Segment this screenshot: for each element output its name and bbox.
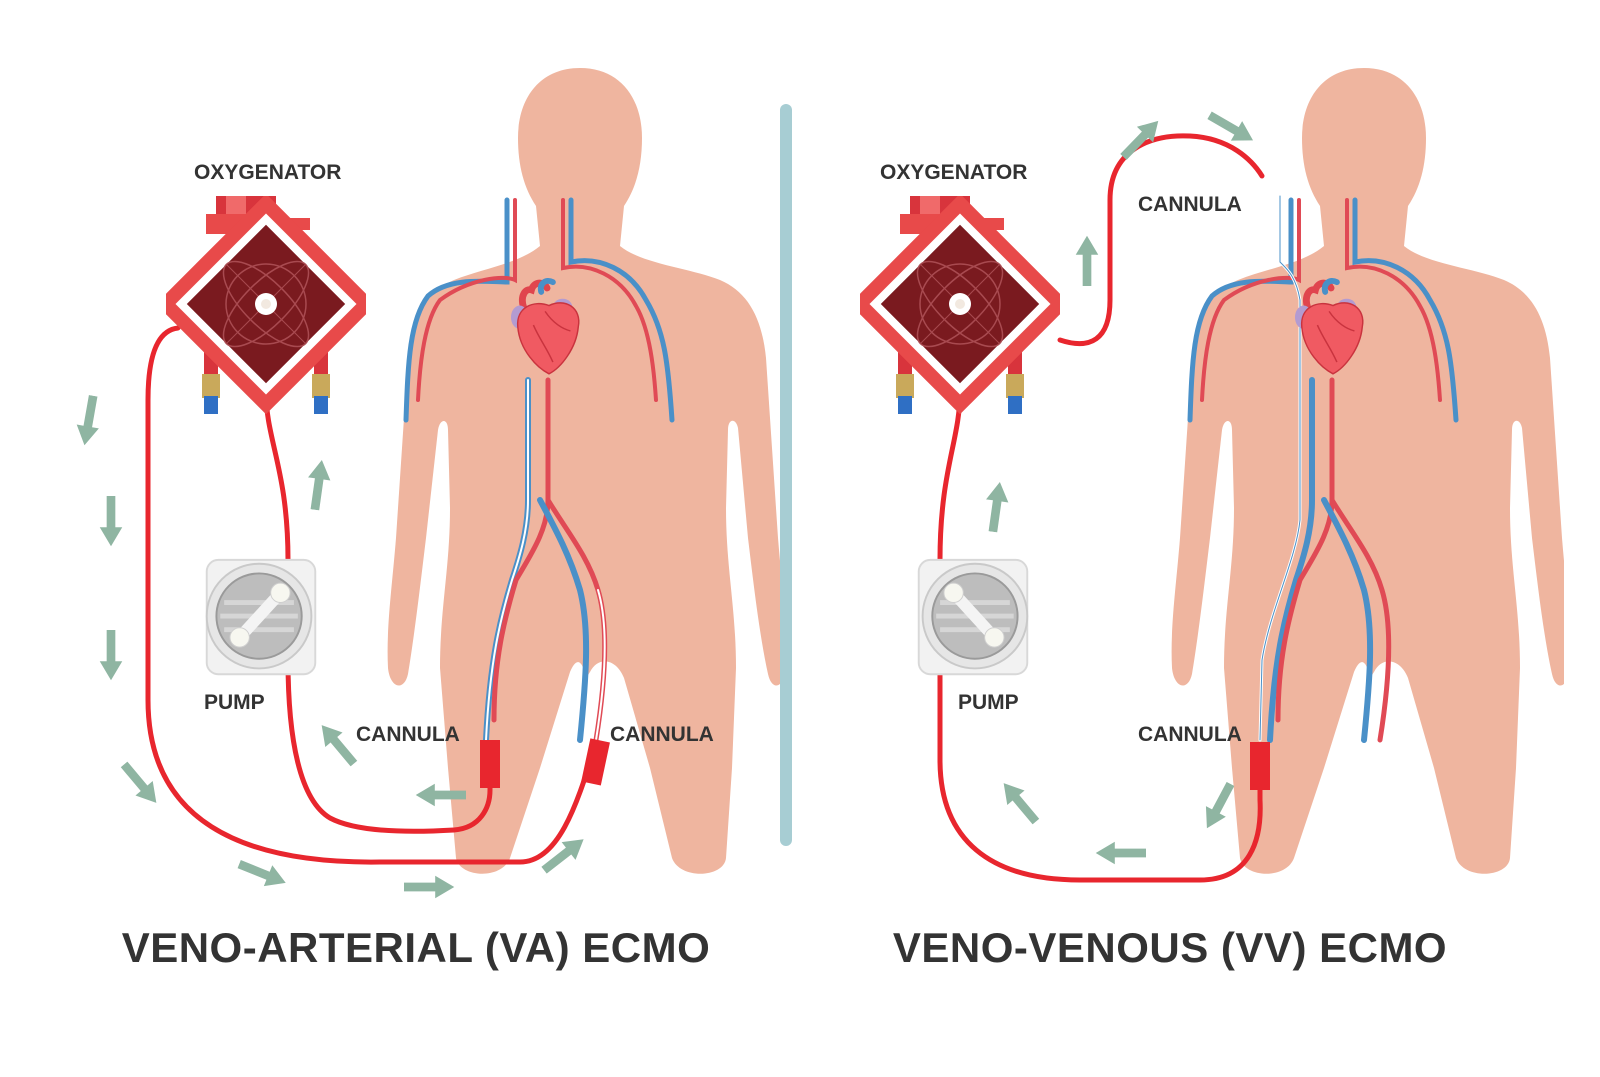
- vv-human-body: [1171, 68, 1564, 874]
- va-vessels: [403, 197, 675, 743]
- vv-cannula-bottom-tip: [1250, 742, 1270, 790]
- vv-pump-icon: [919, 560, 1028, 674]
- va-flow-arrow: [404, 875, 455, 899]
- va-cannula-right-tip: [581, 738, 610, 786]
- vv-cannula-top-label: CANNULA: [1138, 193, 1242, 216]
- vv-vessels: [1187, 194, 1459, 743]
- va-cannula-right-label: CANNULA: [610, 723, 714, 746]
- vv-title: VENO-VENOUS (VV) ECMO: [893, 924, 1447, 971]
- vv-flow-arrow: [1075, 235, 1099, 286]
- va-cannula-left-tip: [480, 740, 500, 788]
- va-oxygenator-icon: [166, 196, 366, 416]
- vv-flow-arrow: [995, 775, 1045, 829]
- va-title: VENO-ARTERIAL (VA) ECMO: [122, 924, 711, 971]
- vv-flow-arrows: [981, 105, 1259, 865]
- va-ecmo-panel: OXYGENATOR PUMP CANNULA CANNULA VENO-ART…: [73, 68, 780, 971]
- va-flow-arrow: [99, 630, 123, 681]
- vv-ecmo-panel: OXYGENATOR PUMP CANNULA CANNULA VENO-VEN…: [860, 68, 1564, 971]
- vv-flow-arrow: [1203, 105, 1259, 151]
- va-human-body: [387, 68, 780, 874]
- vv-cannula-bottom-label: CANNULA: [1138, 723, 1242, 746]
- va-pump-label: PUMP: [204, 691, 265, 714]
- va-flow-arrow: [303, 458, 334, 512]
- vv-oxygenator-icon: [860, 196, 1060, 416]
- vv-flow-arrow: [1095, 841, 1146, 865]
- va-flow-arrow: [234, 853, 290, 894]
- vv-pump-label: PUMP: [958, 691, 1019, 714]
- vv-oxygenator-label: OXYGENATOR: [880, 161, 1027, 184]
- va-flow-arrow: [99, 496, 123, 547]
- va-cannula-left-label: CANNULA: [356, 723, 460, 746]
- va-flow-arrow: [73, 393, 105, 448]
- va-oxygenator-label: OXYGENATOR: [194, 161, 341, 184]
- vv-flow-arrow: [981, 480, 1012, 534]
- va-pump-icon: [207, 560, 316, 674]
